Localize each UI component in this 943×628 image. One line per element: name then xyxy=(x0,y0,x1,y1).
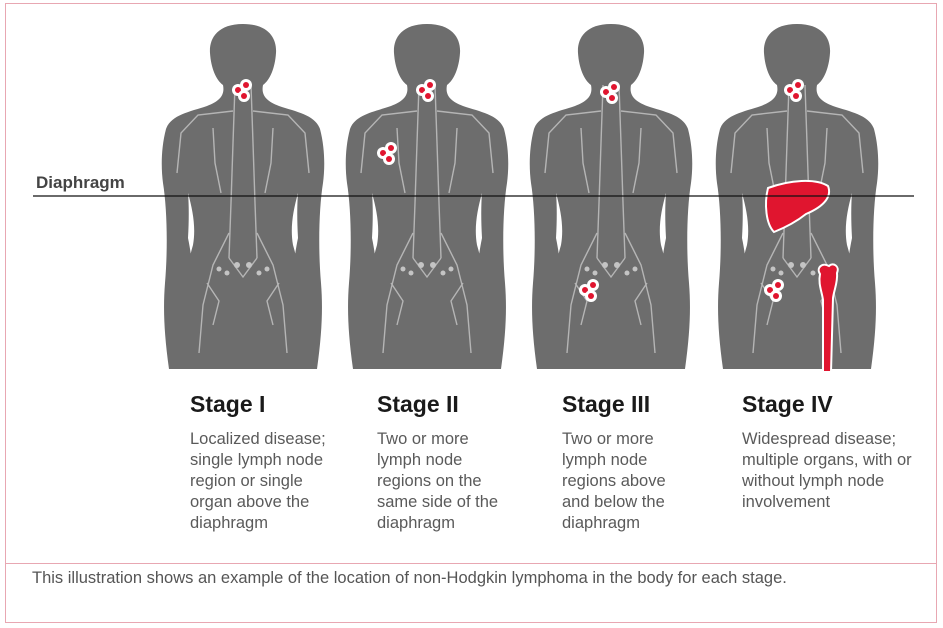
stage-description: Localized disease; single lymph node reg… xyxy=(190,429,340,534)
stage-title: Stage II xyxy=(377,391,557,418)
diaphragm-label: Diaphragm xyxy=(36,173,125,193)
stage-description: Two or more lymph node regions on the sa… xyxy=(377,429,509,534)
stage-4: Stage IV Widespread disease; multiple or… xyxy=(742,391,922,513)
caption-divider xyxy=(5,563,937,564)
stage-description: Two or more lymph node regions above and… xyxy=(562,429,692,534)
stage-3: Stage III Two or more lymph node regions… xyxy=(562,391,742,534)
stage-title: Stage I xyxy=(190,391,370,418)
stage-1: Stage I Localized disease; single lymph … xyxy=(190,391,370,534)
lymphoma-stages-illustration xyxy=(0,0,943,390)
stage-2: Stage II Two or more lymph node regions … xyxy=(377,391,557,534)
stage-title: Stage IV xyxy=(742,391,922,418)
figure-caption: This illustration shows an example of th… xyxy=(32,568,872,589)
stage-title: Stage III xyxy=(562,391,742,418)
stage-description: Widespread disease; multiple organs, wit… xyxy=(742,429,912,513)
